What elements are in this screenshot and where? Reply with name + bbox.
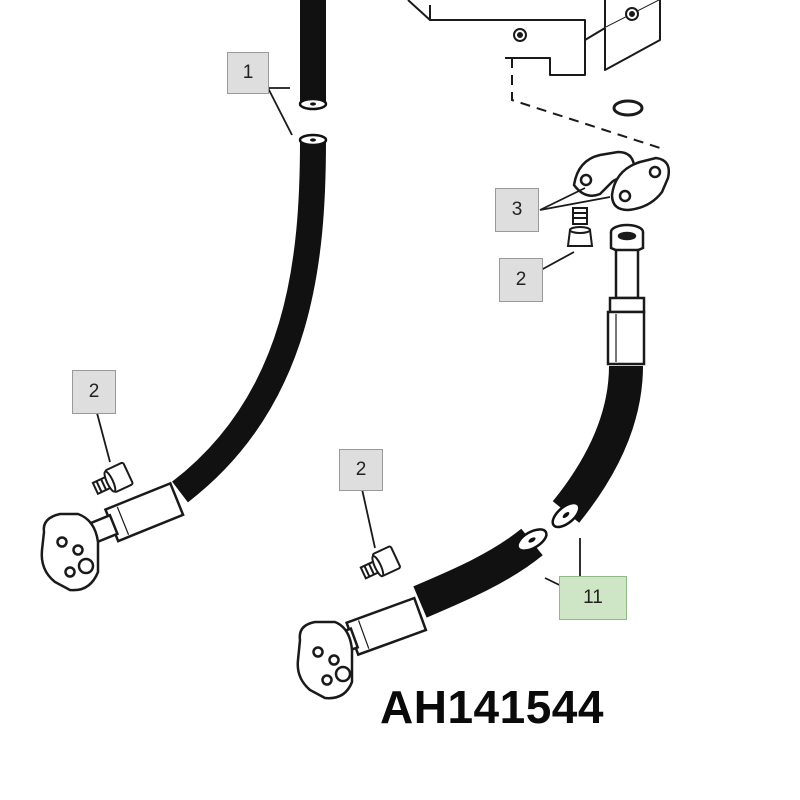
left-lower-hose: [172, 139, 326, 503]
bolt-left: [91, 461, 134, 496]
leader-lines: [96, 87, 611, 596]
right-lower-hose: [413, 528, 543, 618]
dashed-guide: [511, 58, 661, 149]
callout-3: 3: [495, 188, 539, 232]
bolt-lower-right: [359, 545, 401, 580]
right-lower-fitting: [296, 596, 428, 700]
valve-block: [407, 0, 661, 76]
callout-2-right-upper: 2: [499, 258, 543, 302]
callout-11: 11: [559, 576, 627, 620]
bolt-right: [566, 207, 594, 247]
callout-2-middle: 2: [339, 449, 383, 491]
o-ring: [612, 99, 644, 117]
right-hose-top-fitting: [606, 223, 646, 366]
callout-1: 1: [227, 52, 269, 94]
right-upper-hose: [552, 365, 643, 523]
left-lower-fitting: [40, 481, 185, 592]
callout-2-left: 2: [72, 370, 116, 414]
split-flange-clamps: [572, 150, 670, 212]
part-number: AH141544: [380, 681, 604, 733]
